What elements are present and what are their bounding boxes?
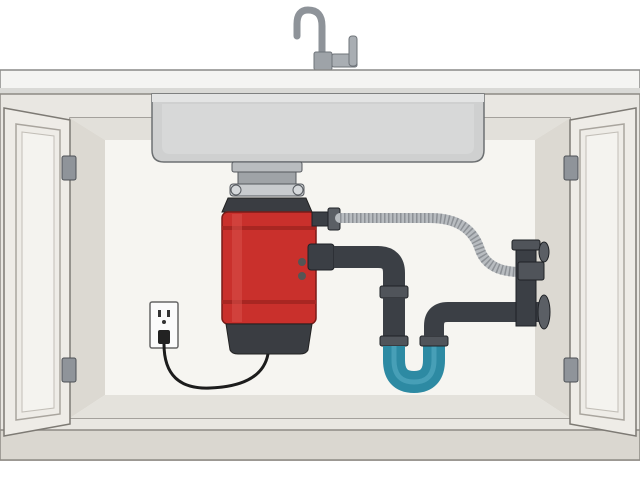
countertop	[0, 69, 640, 91]
power-cord	[162, 343, 270, 390]
hose-ribs	[340, 213, 521, 277]
p-trap-highlight	[391, 346, 437, 385]
interior-floor	[70, 395, 570, 418]
trap-arm	[419, 302, 540, 347]
hinge-icon	[563, 155, 579, 383]
faucet-icon	[293, 6, 358, 72]
hinge-icon	[61, 155, 77, 383]
right-cabinet-door	[569, 107, 637, 437]
interior-left-side	[70, 118, 105, 418]
interior-right-side	[535, 118, 570, 418]
countertop-edge	[0, 88, 640, 94]
outlet-icon	[149, 301, 179, 349]
left-cabinet-door	[3, 107, 71, 437]
cabinet-toe-kick	[0, 429, 640, 461]
disposal-mount	[229, 161, 305, 197]
wall-drain	[511, 239, 551, 330]
garbage-disposal	[221, 197, 317, 355]
discharge-pipe	[307, 243, 409, 347]
sink-basin	[151, 93, 485, 163]
